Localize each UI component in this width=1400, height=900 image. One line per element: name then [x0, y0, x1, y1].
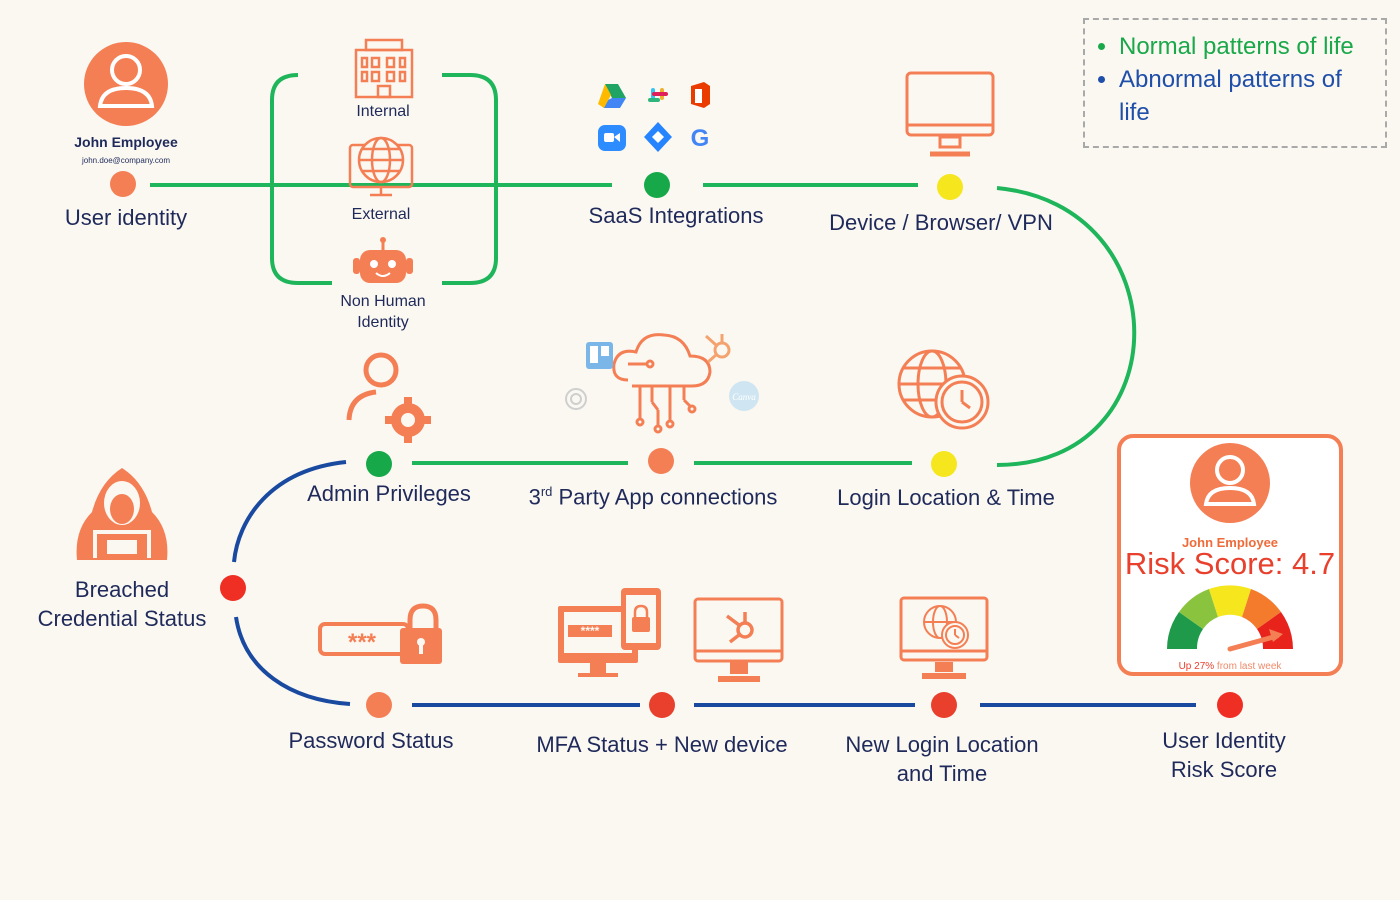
saas-label: SaaS Integrations	[588, 203, 764, 228]
third-party-dot[interactable]	[648, 448, 674, 474]
google-drive-icon	[598, 84, 626, 108]
admin-gear-icon	[346, 352, 431, 443]
third-party-label: 3rd Party App connections	[528, 484, 778, 510]
login-dot[interactable]	[931, 451, 957, 477]
breached-dot[interactable]	[220, 575, 246, 601]
risk-card-graphics	[1167, 443, 1293, 652]
hubspot-icon	[704, 334, 731, 364]
external-label: External	[351, 206, 411, 223]
svg-text:****: ****	[581, 624, 600, 638]
new-login-dot[interactable]	[931, 692, 957, 718]
globe-clock-icon	[897, 349, 990, 430]
risk-label: User Identity Risk Score	[1162, 728, 1286, 782]
canva-icon: Canva	[729, 381, 759, 411]
risk-score: Risk Score: 4.7	[1124, 546, 1336, 581]
google-icon: G	[691, 125, 710, 152]
device-dot[interactable]	[937, 174, 963, 200]
login-label: Login Location & Time	[837, 485, 1055, 510]
risk-score-card[interactable]: John Employee Risk Score: 4.7 Up 27% fro…	[1117, 434, 1343, 676]
legend-normal: Normal patterns of life	[1119, 30, 1377, 63]
password-label: Password Status	[288, 728, 454, 753]
password-dot[interactable]	[366, 692, 392, 718]
internal-label: Internal	[356, 103, 410, 120]
openai-icon	[565, 388, 587, 410]
office-icon	[691, 82, 710, 108]
zoom-icon	[598, 125, 626, 151]
hacker-icon	[76, 468, 168, 560]
new-login-label: New Login Location and Time	[845, 732, 1039, 786]
device-label: Device / Browser/ VPN	[829, 210, 1053, 235]
mfa-dot[interactable]	[649, 692, 675, 718]
saas-dot[interactable]	[644, 172, 670, 198]
globe-clock-monitor-icon	[899, 596, 989, 679]
admin-dot[interactable]	[366, 451, 392, 477]
password-lock-icon: ***	[318, 603, 442, 664]
risk-gauge-icon	[1167, 585, 1293, 652]
user-identity-dot[interactable]	[110, 171, 136, 197]
user-identity-label: User identity	[64, 205, 188, 230]
svg-text:***: ***	[348, 629, 377, 656]
building-icon	[354, 38, 414, 99]
cloud-network-icon	[612, 333, 712, 434]
employee-name: John Employee	[74, 134, 178, 150]
svg-text:Canva: Canva	[732, 392, 756, 402]
jira-icon	[644, 122, 672, 152]
abnormal-path	[232, 460, 1196, 707]
risk-dot[interactable]	[1217, 692, 1243, 718]
risk-card-name: John Employee	[1181, 535, 1279, 550]
legend-abnormal: Abnormal patterns of life	[1119, 63, 1377, 129]
monitor-icon	[905, 71, 995, 157]
normal-path	[150, 73, 1137, 467]
svg-text:G: G	[691, 125, 710, 152]
risk-trend: Up 27% from last week	[1178, 661, 1282, 672]
employee-email: john.doe@company.com	[81, 156, 171, 165]
saas-logos: G	[598, 82, 710, 152]
slack-icon	[648, 88, 668, 102]
legend: Normal patterns of life Abnormal pattern…	[1083, 18, 1387, 148]
hubspot-monitor-icon	[693, 597, 784, 682]
breached-label: Breached Credential Status	[37, 577, 207, 631]
admin-label: Admin Privileges	[307, 481, 471, 506]
trello-icon	[586, 342, 613, 369]
risk-avatar-icon	[1190, 443, 1270, 523]
user-avatar-icon	[84, 42, 168, 126]
mfa-device-icon: ****	[558, 588, 661, 677]
mfa-label: MFA Status + New device	[536, 732, 788, 757]
globe-monitor-icon	[348, 136, 414, 197]
non-human-label: Non Human Identity	[340, 293, 426, 331]
robot-icon	[353, 237, 413, 283]
